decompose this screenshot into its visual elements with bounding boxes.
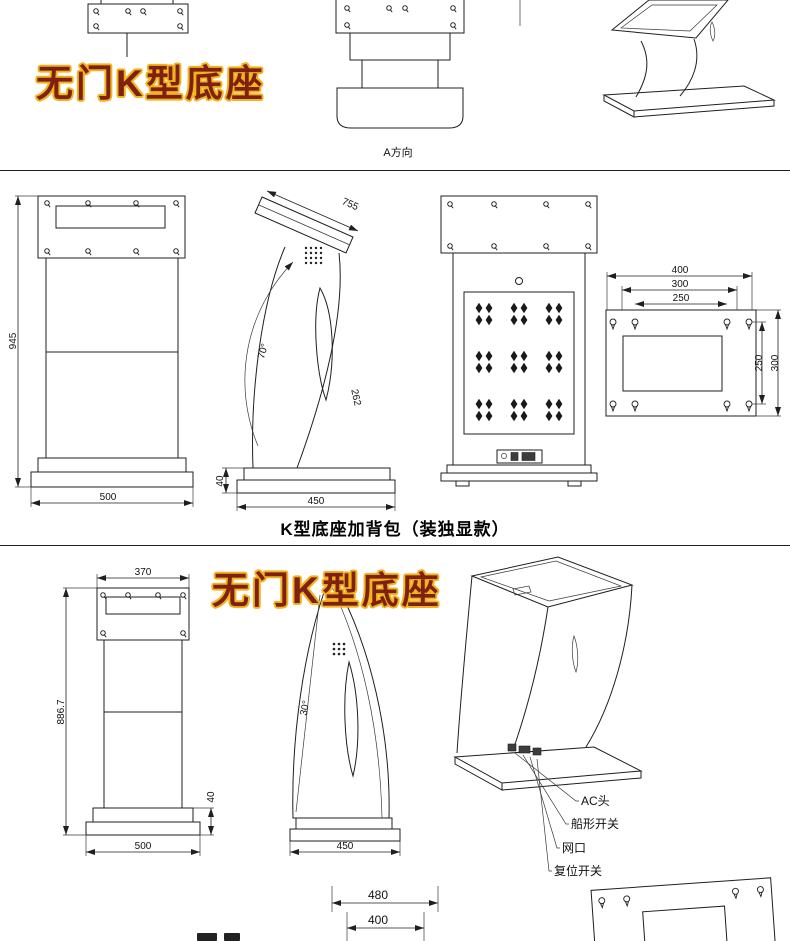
dim-plate-h250: 250 <box>754 354 765 371</box>
dim-angle-30: 30° <box>299 700 313 717</box>
dim-width-500: 500 <box>100 492 117 503</box>
speaker-hole-pattern <box>476 303 563 421</box>
dim-plate-250: 250 <box>673 293 690 304</box>
dim-angle-70: 70° <box>256 342 271 360</box>
io-port-panel <box>496 449 543 464</box>
foot <box>567 480 582 487</box>
callout-reset-switch: 复位开关 <box>554 863 602 878</box>
perspective-view-top <box>602 0 776 118</box>
dim-plate-h300: 300 <box>770 354 781 371</box>
dim-plate-400: 400 <box>672 265 689 276</box>
bottom-plate-dims: 480 400 <box>331 886 439 941</box>
screw-markers <box>344 5 457 30</box>
dim-height-886: 886.7 <box>56 699 67 724</box>
view-direction-a <box>335 0 521 129</box>
dim-basewidth-450: 450 <box>308 496 325 507</box>
label-plate <box>512 585 532 596</box>
cropped-text-fragment <box>197 933 240 941</box>
side-view: 755 70° 262 40 450 <box>215 190 396 511</box>
lock-hole <box>515 277 523 285</box>
back-view <box>440 195 598 487</box>
screw-markers <box>447 201 592 251</box>
section3-drawings: 370 886.7 40 <box>0 545 790 941</box>
front-view-cropped <box>87 0 189 57</box>
section2-drawings: 945 500 755 70° 262 <box>8 190 781 511</box>
section2-caption: K型底座加背包（装独显款） <box>280 520 510 539</box>
view-a-label: A方向 <box>383 145 412 159</box>
dim-480: 480 <box>368 888 388 902</box>
dim-basewidth-500: 500 <box>135 841 152 852</box>
dim-400: 400 <box>368 913 388 927</box>
mount-plate-detail: 400 300 250 250 300 <box>605 265 781 417</box>
foot <box>455 480 470 487</box>
screw-markers <box>100 592 187 638</box>
front-view: 945 500 <box>8 195 194 507</box>
section3-title: 无门K型底座 <box>212 570 442 611</box>
callout-rocker-switch: 船形开关 <box>571 817 619 831</box>
perspective-view: AC头 船形开关 网口 复位开关 <box>453 556 643 878</box>
dim-basewidth-450: 450 <box>337 841 354 852</box>
callout-lan-port: 网口 <box>562 841 586 855</box>
front-view: 370 886.7 40 <box>56 567 217 856</box>
section1-drawings: A方向 <box>0 0 790 171</box>
side-view: 30° 450 <box>289 577 401 856</box>
io-ports <box>507 743 542 756</box>
dim-baseheight-40: 40 <box>206 791 217 803</box>
dim-height-945: 945 <box>8 332 19 349</box>
callout-leaders <box>514 752 579 872</box>
dim-screen-755: 755 <box>340 196 360 213</box>
dim-topwidth-370: 370 <box>135 567 152 578</box>
section1-title: 无门K型底座 <box>36 63 266 104</box>
screw-markers <box>93 8 184 31</box>
dim-depth-262: 262 <box>348 388 362 407</box>
anchor-pins <box>609 318 753 412</box>
mount-plate-cropped <box>590 877 779 941</box>
dim-baseheight-40: 40 <box>215 475 226 487</box>
vent-slot <box>571 634 579 674</box>
vent-slot <box>709 21 716 42</box>
speaker-grille <box>304 246 323 265</box>
dim-plate-300: 300 <box>672 279 689 290</box>
speaker-grille <box>332 642 346 656</box>
callout-ac: AC头 <box>581 794 610 808</box>
